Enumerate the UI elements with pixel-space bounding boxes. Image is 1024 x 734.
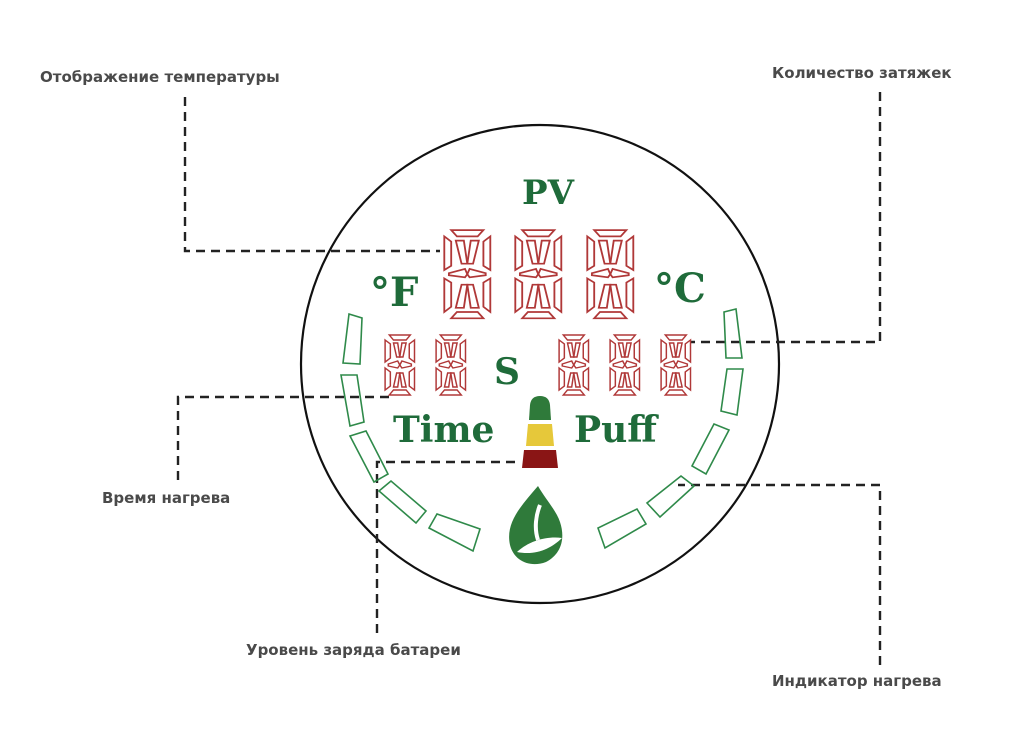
callout-heating-time: Время нагрева: [102, 489, 231, 507]
pv-label: PV: [522, 173, 575, 213]
heat-segment-left-5: [427, 513, 481, 553]
heat-segment-right-4: [645, 474, 696, 519]
callout-temperature-display: Отображение температуры: [40, 68, 280, 86]
time-label: Time: [393, 409, 494, 451]
heating-indicator-segments: [340, 308, 744, 553]
celsius-label: °C: [654, 265, 706, 312]
display-circle: [299, 123, 781, 605]
heat-segment-left-1: [342, 312, 363, 365]
leader-heating-indicator: [678, 483, 882, 665]
leader-puff-count: [690, 92, 882, 344]
fahrenheit-label: °F: [370, 269, 418, 316]
heat-segment-right-1: [723, 308, 743, 359]
leader-battery: [375, 460, 520, 633]
heat-segment-left-3: [348, 430, 390, 484]
leader-temperature: [183, 97, 440, 253]
callout-puff-count: Количество затяжек: [772, 64, 952, 82]
leader-heating-time: [176, 395, 390, 480]
leader-lines: [176, 92, 882, 665]
heat-segment-right-5: [597, 507, 648, 550]
seconds-label: S: [494, 351, 520, 393]
callout-heating-indicator: Индикатор нагрева: [772, 672, 942, 690]
battery-level-icon: [522, 396, 558, 468]
callout-battery-level: Уровень заряда батареи: [246, 641, 461, 659]
heat-segment-left-2: [340, 374, 365, 428]
leaf-drop-logo-icon: [509, 486, 563, 565]
heat-segment-left-4: [377, 479, 428, 525]
puff-label: Puff: [574, 409, 659, 451]
heat-segment-right-2: [720, 368, 744, 416]
heat-segment-right-3: [690, 422, 731, 476]
